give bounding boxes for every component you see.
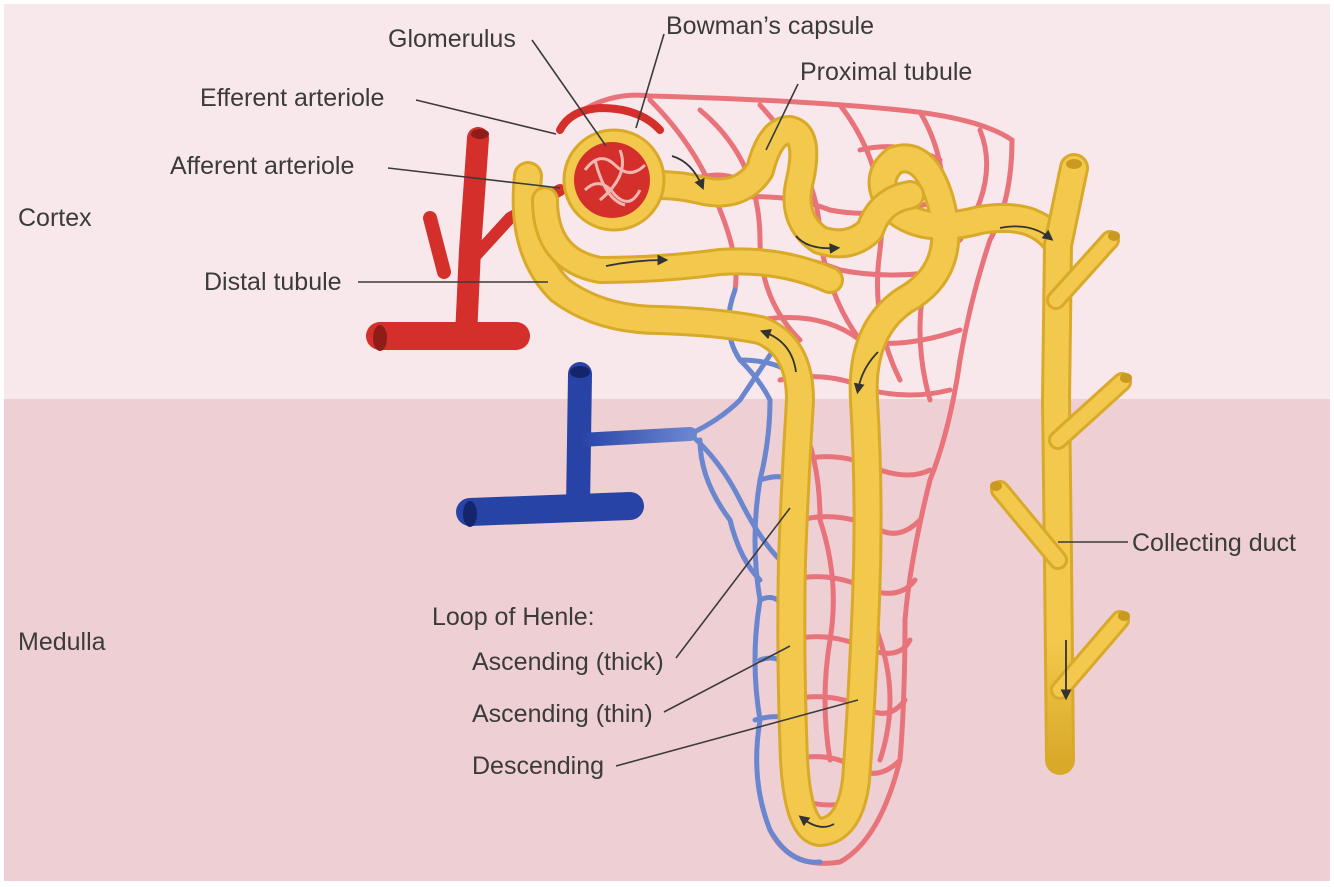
medulla-label: Medulla <box>18 628 106 656</box>
flow-arrows <box>605 155 1072 828</box>
loop-of-henle-label: Loop of Henle: <box>432 603 595 631</box>
medulla-region <box>4 399 1330 881</box>
efferent-arteriole-label: Efferent arteriole <box>200 84 384 112</box>
glomerulus-label: Glomerulus <box>388 25 516 53</box>
bowmans-capsule-label: Bowman’s capsule <box>666 12 874 40</box>
glomerulus-shape <box>574 142 650 218</box>
renal-corpuscle <box>556 103 666 232</box>
venous-capillaries <box>687 287 823 865</box>
collecting-duct-label: Collecting duct <box>1132 529 1296 557</box>
collecting-duct-shape <box>990 153 1132 775</box>
proximal-tubule-label: Proximal tubule <box>800 58 972 86</box>
cortex-region <box>4 4 1330 399</box>
renal-vein-branch <box>456 362 697 527</box>
label-leader-lines <box>358 33 1128 767</box>
nephron-tubule <box>511 115 1073 847</box>
afferent-arteriole-label: Afferent arteriole <box>170 152 354 180</box>
cortex-label: Cortex <box>18 204 92 232</box>
descending-label: Descending <box>472 752 604 780</box>
renal-artery-branch <box>366 127 566 351</box>
ascending-thin-label: Ascending (thin) <box>472 700 653 728</box>
ascending-thick-label: Ascending (thick) <box>472 648 664 676</box>
distal-tubule-label: Distal tubule <box>204 268 342 296</box>
